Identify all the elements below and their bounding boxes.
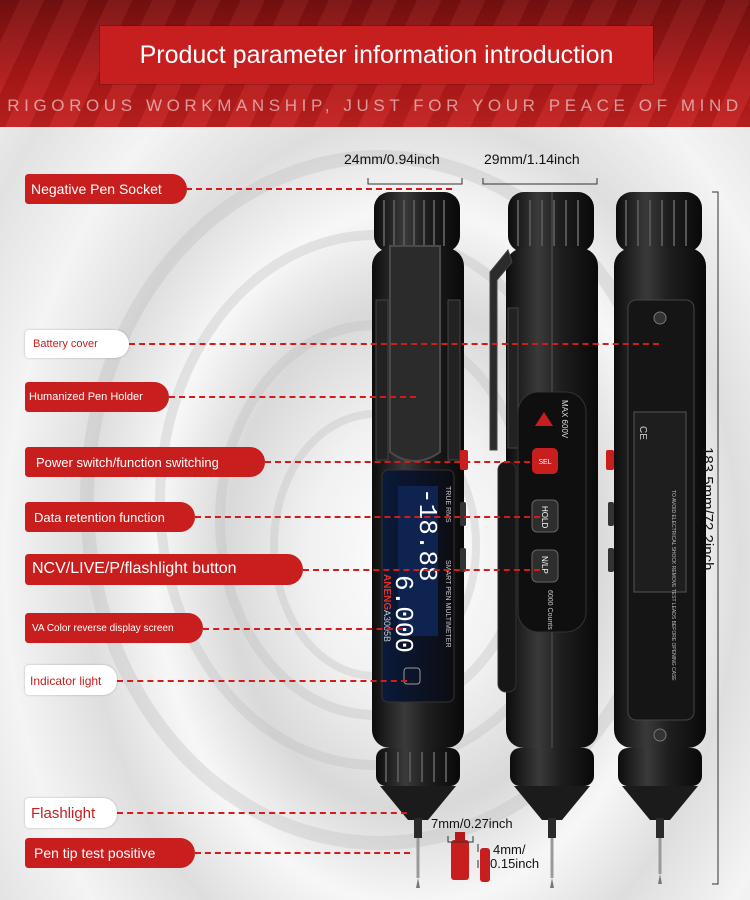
callout-data-retention: Data retention function bbox=[25, 502, 195, 532]
ce-mark: CE bbox=[637, 426, 648, 440]
callout-pen-tip: Pen tip test positive bbox=[25, 838, 195, 868]
dim-length: 183.5mm/72.2inch bbox=[699, 447, 716, 571]
leader-pen-tip bbox=[195, 852, 410, 854]
device-brand: ANENG bbox=[381, 574, 392, 610]
leader-indicator-light bbox=[117, 680, 407, 682]
dim-tip-small-2: 0.15inch bbox=[490, 856, 540, 871]
leader-pen-holder bbox=[169, 396, 416, 398]
device-model: A3005B bbox=[382, 610, 392, 642]
warning-text: TO AVOID ELECTRICAL SHOCK REMOVE TEST LE… bbox=[670, 490, 676, 681]
dimension-lines bbox=[367, 178, 719, 885]
callout-indicator-light: Indicator light bbox=[25, 665, 117, 695]
leader-data-retention bbox=[195, 516, 540, 518]
probe-caps bbox=[451, 832, 490, 882]
dim-width-front: 24mm/0.94inch bbox=[344, 151, 440, 167]
callout-battery-cover: Battery cover bbox=[25, 330, 129, 358]
device-line1: TRUE RMS bbox=[444, 486, 451, 523]
sel-button-label: SEL bbox=[538, 459, 551, 466]
dim-tip-cap: 7mm/0.27inch bbox=[431, 816, 513, 831]
callout-pen-holder: Humanized Pen Holder bbox=[25, 382, 169, 412]
leader-power-switch bbox=[265, 461, 540, 463]
leader-flashlight bbox=[117, 812, 407, 814]
dim-tip-small-1: 4mm/ bbox=[493, 842, 526, 857]
pen-clip bbox=[389, 245, 441, 462]
device-line2: SMART PEN MULTIMETER bbox=[444, 560, 451, 648]
leader-negative-pen-socket bbox=[186, 188, 452, 190]
leader-battery-cover bbox=[129, 343, 659, 345]
callout-flashlight: Flashlight bbox=[25, 798, 117, 828]
max-rating: MAX 600V bbox=[560, 400, 569, 439]
display-bottom-reading: 6.000 bbox=[388, 575, 418, 653]
callout-ncv-button: NCV/LIVE/P/flashlight button bbox=[25, 554, 303, 585]
front-device: -18.88 6.000 ANENG A3005B SMART PEN MULT… bbox=[372, 192, 468, 888]
back-device: CE TO AVOID ELECTRICAL SHOCK REMOVE TEST… bbox=[606, 192, 706, 884]
leader-ncv-button bbox=[303, 569, 540, 571]
callout-power-switch: Power switch/function switching bbox=[25, 447, 265, 477]
callout-display-screen: VA Color reverse display screen bbox=[25, 613, 203, 643]
leader-display-screen bbox=[203, 628, 403, 630]
display-top-reading: -18.88 bbox=[412, 488, 442, 582]
header-banner: Product parameter information introducti… bbox=[0, 0, 750, 127]
ncv-button-label: N/LP bbox=[540, 556, 549, 574]
hold-button-label: HOLD bbox=[540, 506, 549, 528]
dim-width-side: 29mm/1.14inch bbox=[484, 151, 580, 167]
side-device: SEL HOLD N/LP MAX 600V 6000 Counts bbox=[489, 192, 598, 888]
page-title: Product parameter information introducti… bbox=[139, 41, 614, 69]
page-subtitle: RIGOROUS WORKMANSHIP, JUST FOR YOUR PEAC… bbox=[7, 96, 743, 115]
title-box: Product parameter information introducti… bbox=[100, 26, 653, 84]
indicator-light bbox=[403, 667, 421, 685]
callout-negative-pen-socket: Negative Pen Socket bbox=[25, 174, 187, 204]
counts-label: 6000 Counts bbox=[546, 590, 553, 630]
